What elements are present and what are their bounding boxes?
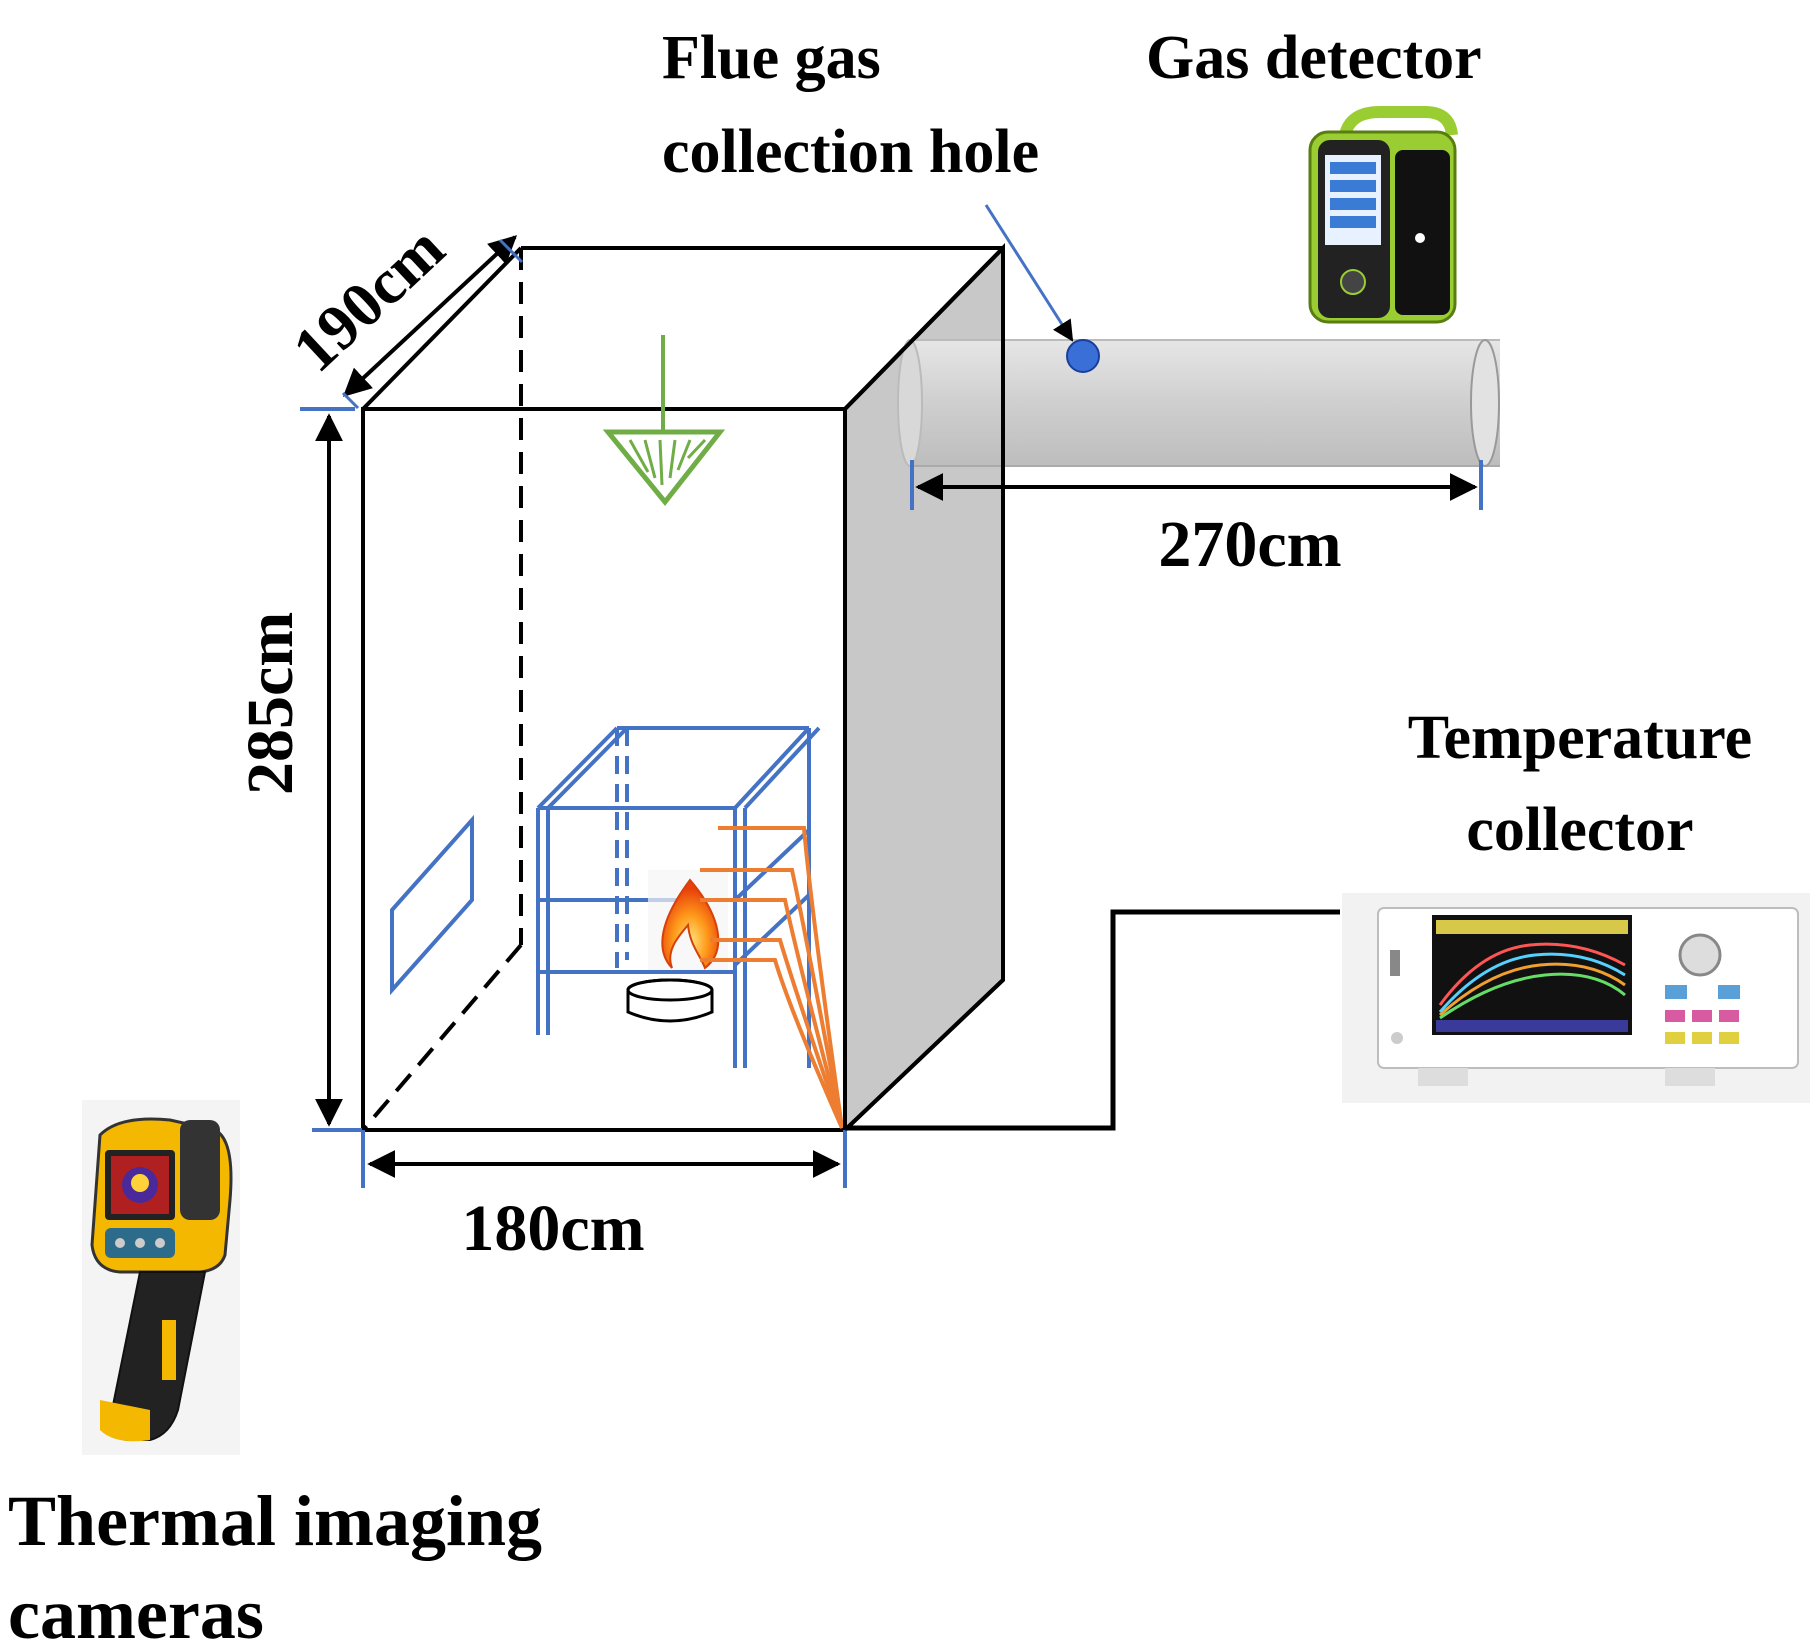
thermal-camera-label-line2: cameras xyxy=(8,1574,264,1644)
flue-pipe xyxy=(843,243,1500,1135)
gas-detector-device-icon xyxy=(1308,106,1458,324)
pipe-length-label: 270cm xyxy=(1158,508,1341,581)
dimension-height xyxy=(312,413,362,1132)
dimension-depth xyxy=(300,235,524,411)
temperature-collector-label-line2: collector xyxy=(1466,796,1693,864)
sample-shelf-frame xyxy=(536,726,821,1068)
flue-gas-label-line2: collection hole xyxy=(662,118,1039,186)
thermal-camera-label-line1: Thermal imaging xyxy=(8,1481,542,1561)
sprinkler-icon xyxy=(602,335,726,507)
fire-source xyxy=(626,870,728,1023)
hidden-edge xyxy=(361,943,523,1132)
leader-line xyxy=(984,204,1074,342)
thermal-camera-device-icon xyxy=(82,1100,240,1455)
temperature-recorder-device-icon xyxy=(1342,893,1810,1103)
temperature-collector-label-line1: Temperature xyxy=(1408,704,1752,772)
chamber-window xyxy=(390,814,474,996)
gas-detector-label: Gas detector xyxy=(1146,24,1482,92)
height-label: 285cm xyxy=(234,612,307,795)
dimension-width xyxy=(361,1130,847,1188)
depth-label: 190cm xyxy=(279,212,457,385)
width-label: 180cm xyxy=(461,1192,644,1265)
thermocouple-wires xyxy=(700,826,844,1129)
dimension-pipe-length xyxy=(910,460,1483,510)
flue-gas-label-line1: Flue gas xyxy=(662,24,881,92)
thermocouple-cable xyxy=(845,909,1340,1131)
flue-gas-collection-hole xyxy=(1066,339,1100,373)
